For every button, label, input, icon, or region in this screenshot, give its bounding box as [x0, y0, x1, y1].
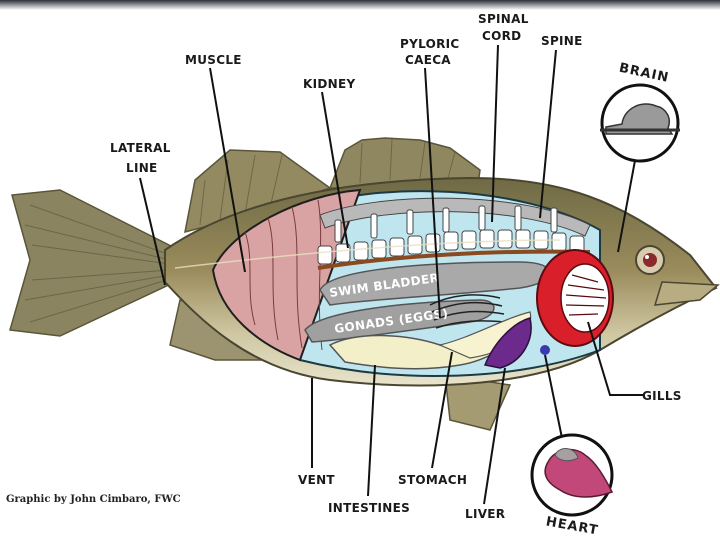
brain-label: BRAIN [618, 61, 671, 86]
spinal-cord-label-2: CORD [482, 29, 521, 43]
tail-fin [9, 189, 176, 337]
brain-inset [600, 83, 680, 163]
heart-inset [530, 433, 614, 517]
pyloric-caeca-label-1: PYLORIC [400, 37, 460, 51]
spine [317, 205, 585, 265]
lateral-line-label-2: LINE [126, 161, 158, 175]
gills-label: GILLS [642, 389, 682, 403]
spinal-cord [317, 249, 591, 270]
spine-label: SPINE [541, 34, 583, 48]
heart-label: HEART [545, 514, 600, 538]
lateral-line-label-1: LATERAL [110, 141, 171, 155]
muscle-section [211, 188, 362, 362]
liver [483, 317, 532, 369]
pyloric-caeca-label-2: CAECA [405, 53, 451, 67]
mouth [653, 281, 720, 306]
vent-label: VENT [298, 473, 335, 487]
stomach-label: STOMACH [398, 473, 467, 487]
credit-text: Graphic by John Cimbaro, FWC [6, 494, 181, 505]
kidney [319, 197, 591, 237]
intestines-label: INTESTINES [328, 501, 410, 515]
kidney-label: KIDNEY [303, 77, 355, 91]
liver-label: LIVER [465, 507, 505, 521]
lateral-line [174, 239, 561, 269]
top-bar [0, 0, 720, 10]
leader-lines [139, 44, 645, 505]
muscle-label: MUSCLE [185, 53, 242, 67]
heart-dot [540, 345, 550, 355]
spinal-cord-label-1: SPINAL [478, 12, 529, 26]
